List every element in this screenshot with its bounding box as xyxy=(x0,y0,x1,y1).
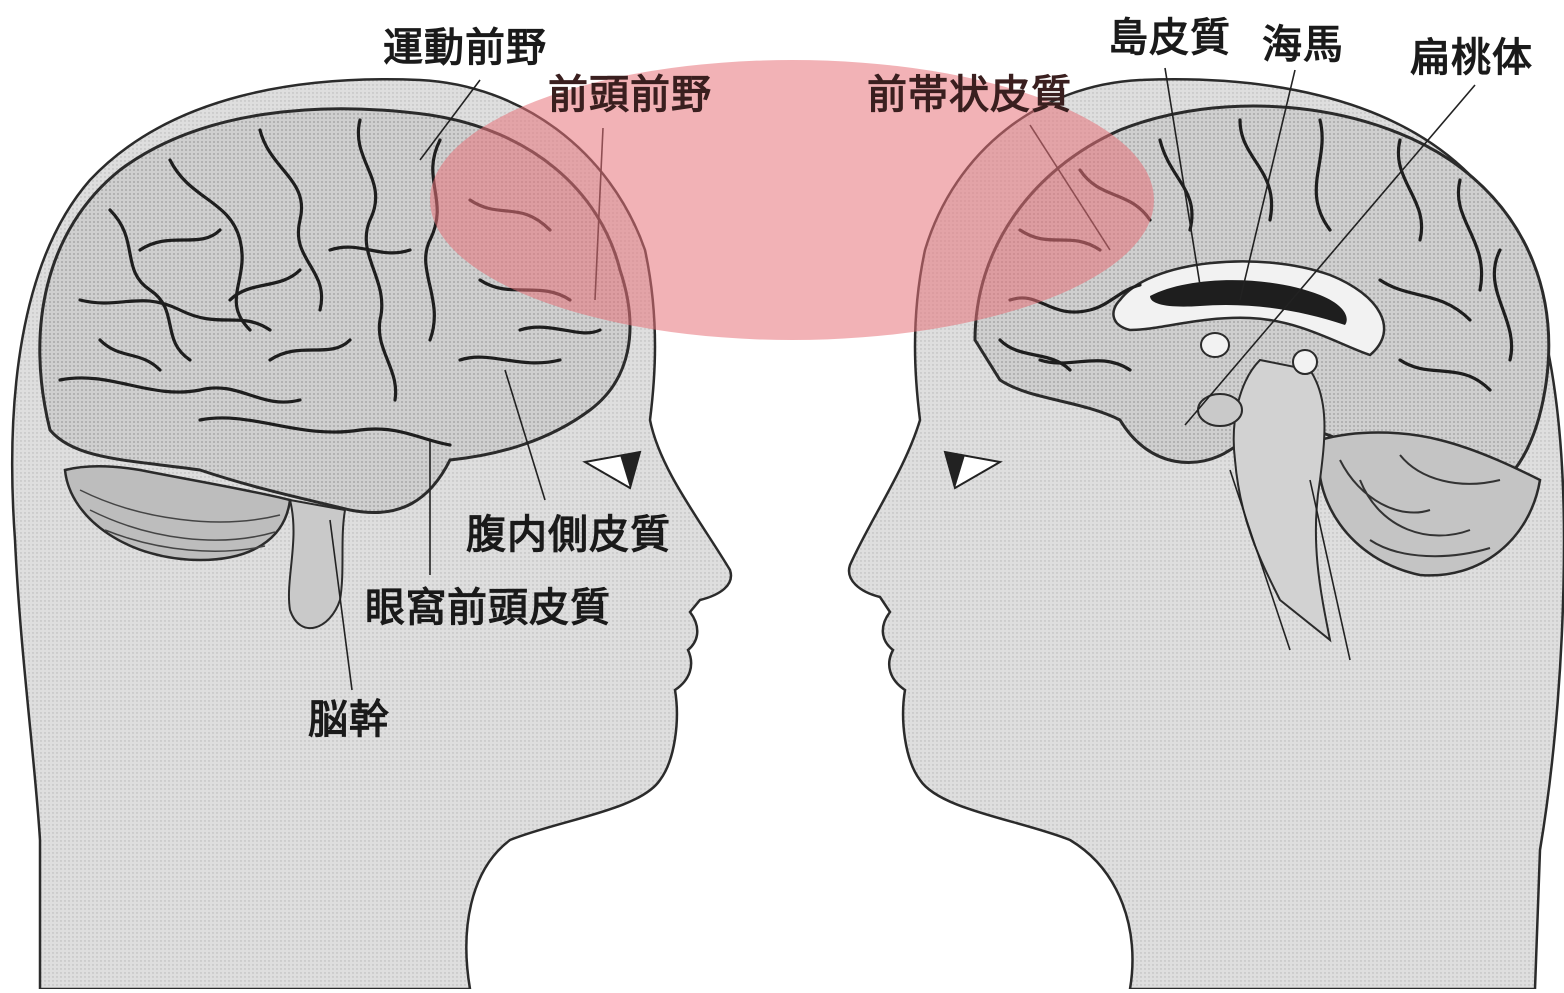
label-anterior-cingulate-cortex: 前帯状皮質 xyxy=(867,75,1072,115)
label-premotor-cortex: 運動前野 xyxy=(383,28,547,68)
label-brainstem: 脳幹 xyxy=(308,700,390,740)
label-prefrontal-cortex: 前頭前野 xyxy=(548,75,712,115)
label-insular-cortex: 島皮質 xyxy=(1108,18,1231,58)
label-orbitofrontal-cortex: 眼窩前頭皮質 xyxy=(365,588,611,628)
label-ventromedial-cortex: 腹内側皮質 xyxy=(466,515,671,555)
label-hippocampus: 海馬 xyxy=(1262,25,1344,65)
left-brainstem xyxy=(289,500,345,628)
label-amygdala: 扁桃体 xyxy=(1410,38,1533,78)
